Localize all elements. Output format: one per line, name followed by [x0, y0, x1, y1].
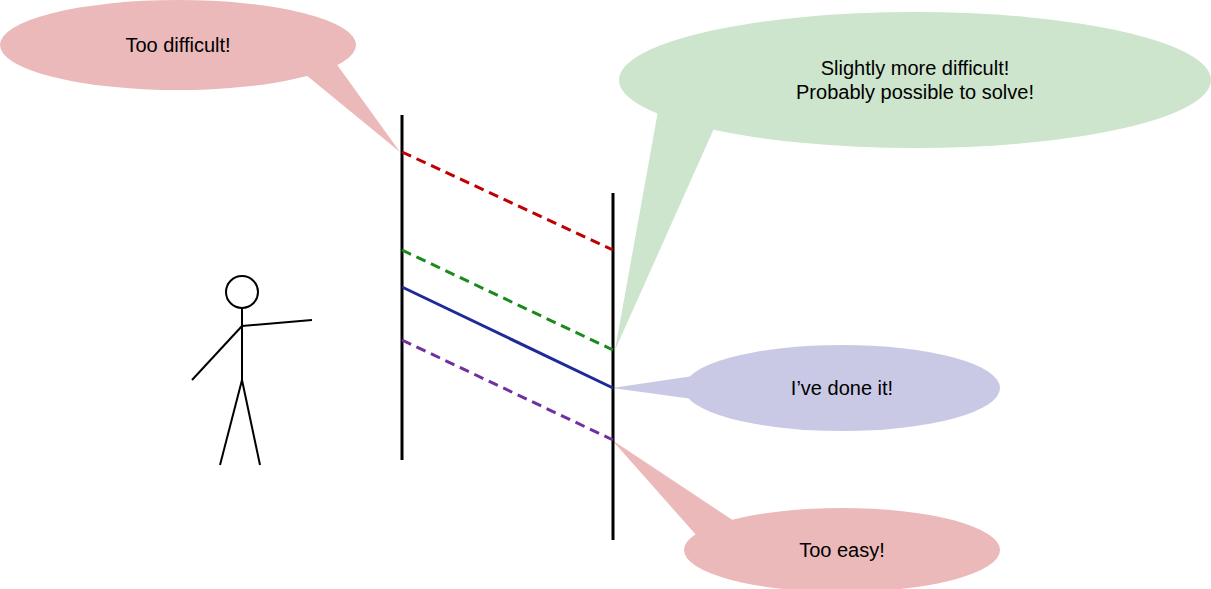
speech-bubble: I’ve done it! [684, 345, 1000, 431]
bubble-ellipse [684, 345, 1000, 431]
bubble-text: Too difficult! [125, 33, 230, 57]
bubble-ellipse [0, 0, 356, 90]
bubble-tail [615, 100, 720, 350]
bubble-text: Slightly more difficult! Probably possib… [788, 56, 1043, 104]
bubble-ellipse [619, 12, 1211, 148]
speech-bubble: Slightly more difficult! Probably possib… [619, 12, 1211, 148]
level-line [402, 250, 613, 350]
level-line [402, 287, 613, 388]
bubble-ellipse [684, 508, 1000, 589]
bubble-text: Too easy! [799, 538, 885, 562]
bubble-outline [619, 12, 1211, 148]
level-line [402, 340, 613, 440]
speech-bubble: Too difficult! [0, 0, 356, 90]
stick-figure [192, 276, 312, 465]
pole-line [612, 193, 615, 540]
level-line [402, 152, 613, 250]
speech-bubble: Too easy! [684, 508, 1000, 589]
bubble-text: I’ve done it! [791, 376, 893, 400]
